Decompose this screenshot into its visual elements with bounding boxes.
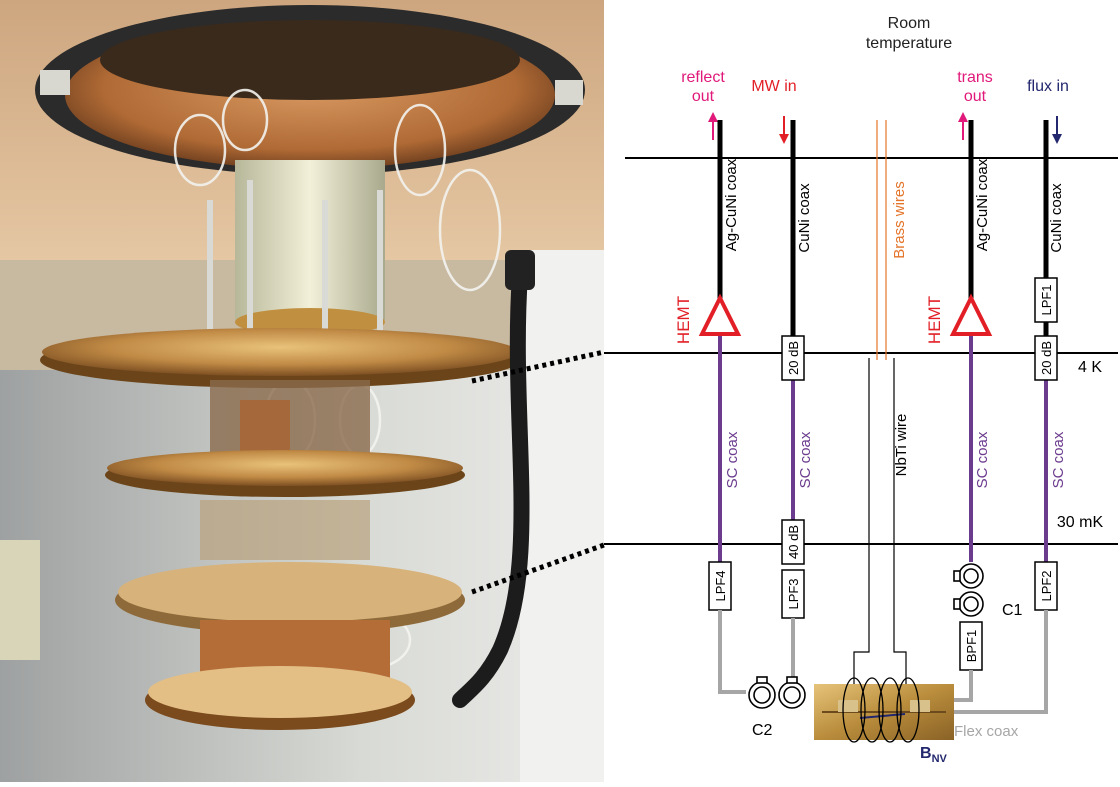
hemt-triangle-2: [953, 298, 989, 334]
header-line1: Room: [888, 15, 931, 32]
cuni-label-2: CuNi coax: [1048, 183, 1065, 253]
bpf1-label: BPF1: [964, 630, 979, 663]
sc-coax-label-2: SC coax: [797, 431, 814, 488]
hemt-label-2: HEMT: [925, 296, 944, 344]
att40-label: 40 dB: [786, 525, 801, 559]
circulator-c2: [749, 677, 805, 708]
schematic: Room temperature reflect out MW in trans…: [604, 15, 1118, 765]
nbti-wire-path: [854, 358, 906, 690]
mw-in-label: MW in: [751, 78, 796, 95]
brass-wires: [877, 120, 886, 360]
reflect-label-2: out: [692, 88, 715, 105]
trans-label-1: trans: [957, 69, 993, 86]
lpf1-label: LPF1: [1039, 284, 1054, 315]
trans-label-2: out: [964, 88, 987, 105]
flex-coax-label: Flex coax: [954, 723, 1019, 740]
hemt-triangle-1: [702, 298, 738, 334]
lpf4-label: LPF4: [713, 570, 728, 601]
cuni-label-1: CuNi coax: [796, 183, 813, 253]
reflect-label-1: reflect: [681, 69, 725, 86]
circulator-c1: [954, 564, 983, 616]
sc-coax-label-1: SC coax: [724, 431, 741, 488]
cryostat-photo: [0, 0, 604, 782]
c2-label: C2: [752, 722, 773, 739]
sample-chip: [814, 684, 954, 740]
b-nv-label: BNV: [920, 745, 948, 765]
c1-label: C1: [1002, 602, 1023, 619]
att20-label-1: 20 dB: [786, 341, 801, 375]
agcuni-label-1: Ag-CuNi coax: [723, 158, 740, 251]
stage-30mk-label: 30 mK: [1057, 514, 1104, 531]
header-line2: temperature: [866, 35, 952, 52]
att20-label-2: 20 dB: [1039, 341, 1054, 375]
sc-coax-label-4: SC coax: [1050, 431, 1067, 488]
flux-in-label: flux in: [1027, 78, 1069, 95]
agcuni-label-2: Ag-CuNi coax: [974, 158, 991, 251]
lpf2-label: LPF2: [1039, 570, 1054, 601]
sc-coax-label-3: SC coax: [974, 431, 991, 488]
lpf3-label: LPF3: [786, 578, 801, 609]
stage-4k-label: 4 K: [1078, 359, 1102, 376]
nbti-label: NbTi wire: [893, 414, 910, 477]
hemt-label-1: HEMT: [674, 296, 693, 344]
brass-label: Brass wires: [891, 181, 908, 259]
